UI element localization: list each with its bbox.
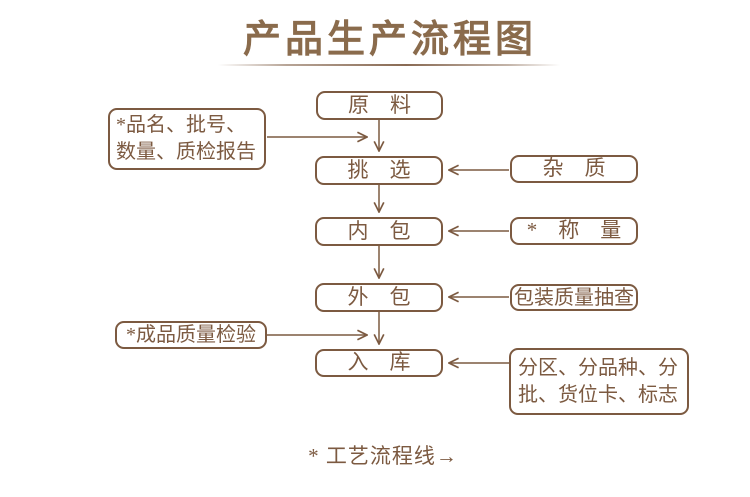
node-packing-quality-check: 包装质量抽查: [510, 284, 638, 311]
node-raw-material-label: 原 料: [348, 92, 411, 117]
node-selection: 挑 选: [315, 156, 443, 185]
node-warehouse-zoning-line1: 分区、分品种、分: [518, 356, 678, 379]
node-impurity-label: 杂 质: [542, 156, 606, 181]
node-warehouse-zoning-line2: 批、货位卡、标志: [518, 383, 678, 406]
node-inner-packing: 内 包: [315, 217, 443, 246]
node-warehousing-label: 入 库: [347, 350, 411, 375]
node-warehousing: 入 库: [315, 349, 443, 377]
node-finished-product-check: *成品质量检验: [115, 321, 267, 349]
node-weighing-label: * 称 量: [526, 218, 622, 243]
node-impurity: 杂 质: [510, 155, 638, 183]
node-inner-packing-label: 内 包: [347, 218, 411, 243]
node-outer-packing: 外 包: [315, 283, 443, 312]
node-weighing: * 称 量: [510, 217, 638, 245]
node-outer-packing-label: 外 包: [347, 284, 411, 309]
title-divider: [218, 64, 560, 66]
node-batch-info-line2: 数量、质检报告: [116, 141, 256, 163]
node-selection-label: 挑 选: [347, 157, 411, 182]
page-title: 产品生产流程图: [242, 19, 537, 61]
node-finished-product-check-label: *成品质量检验: [126, 324, 256, 346]
node-batch-info: *品名、批号、 数量、质检报告: [108, 108, 266, 170]
node-warehouse-zoning: 分区、分品种、分 批、货位卡、标志: [509, 348, 689, 415]
node-raw-material: 原 料: [316, 91, 443, 120]
node-batch-info-line1: *品名、批号、: [116, 114, 246, 136]
legend-note: * 工艺流程线→: [308, 444, 458, 468]
node-packing-quality-check-label: 包装质量抽查: [514, 286, 634, 309]
